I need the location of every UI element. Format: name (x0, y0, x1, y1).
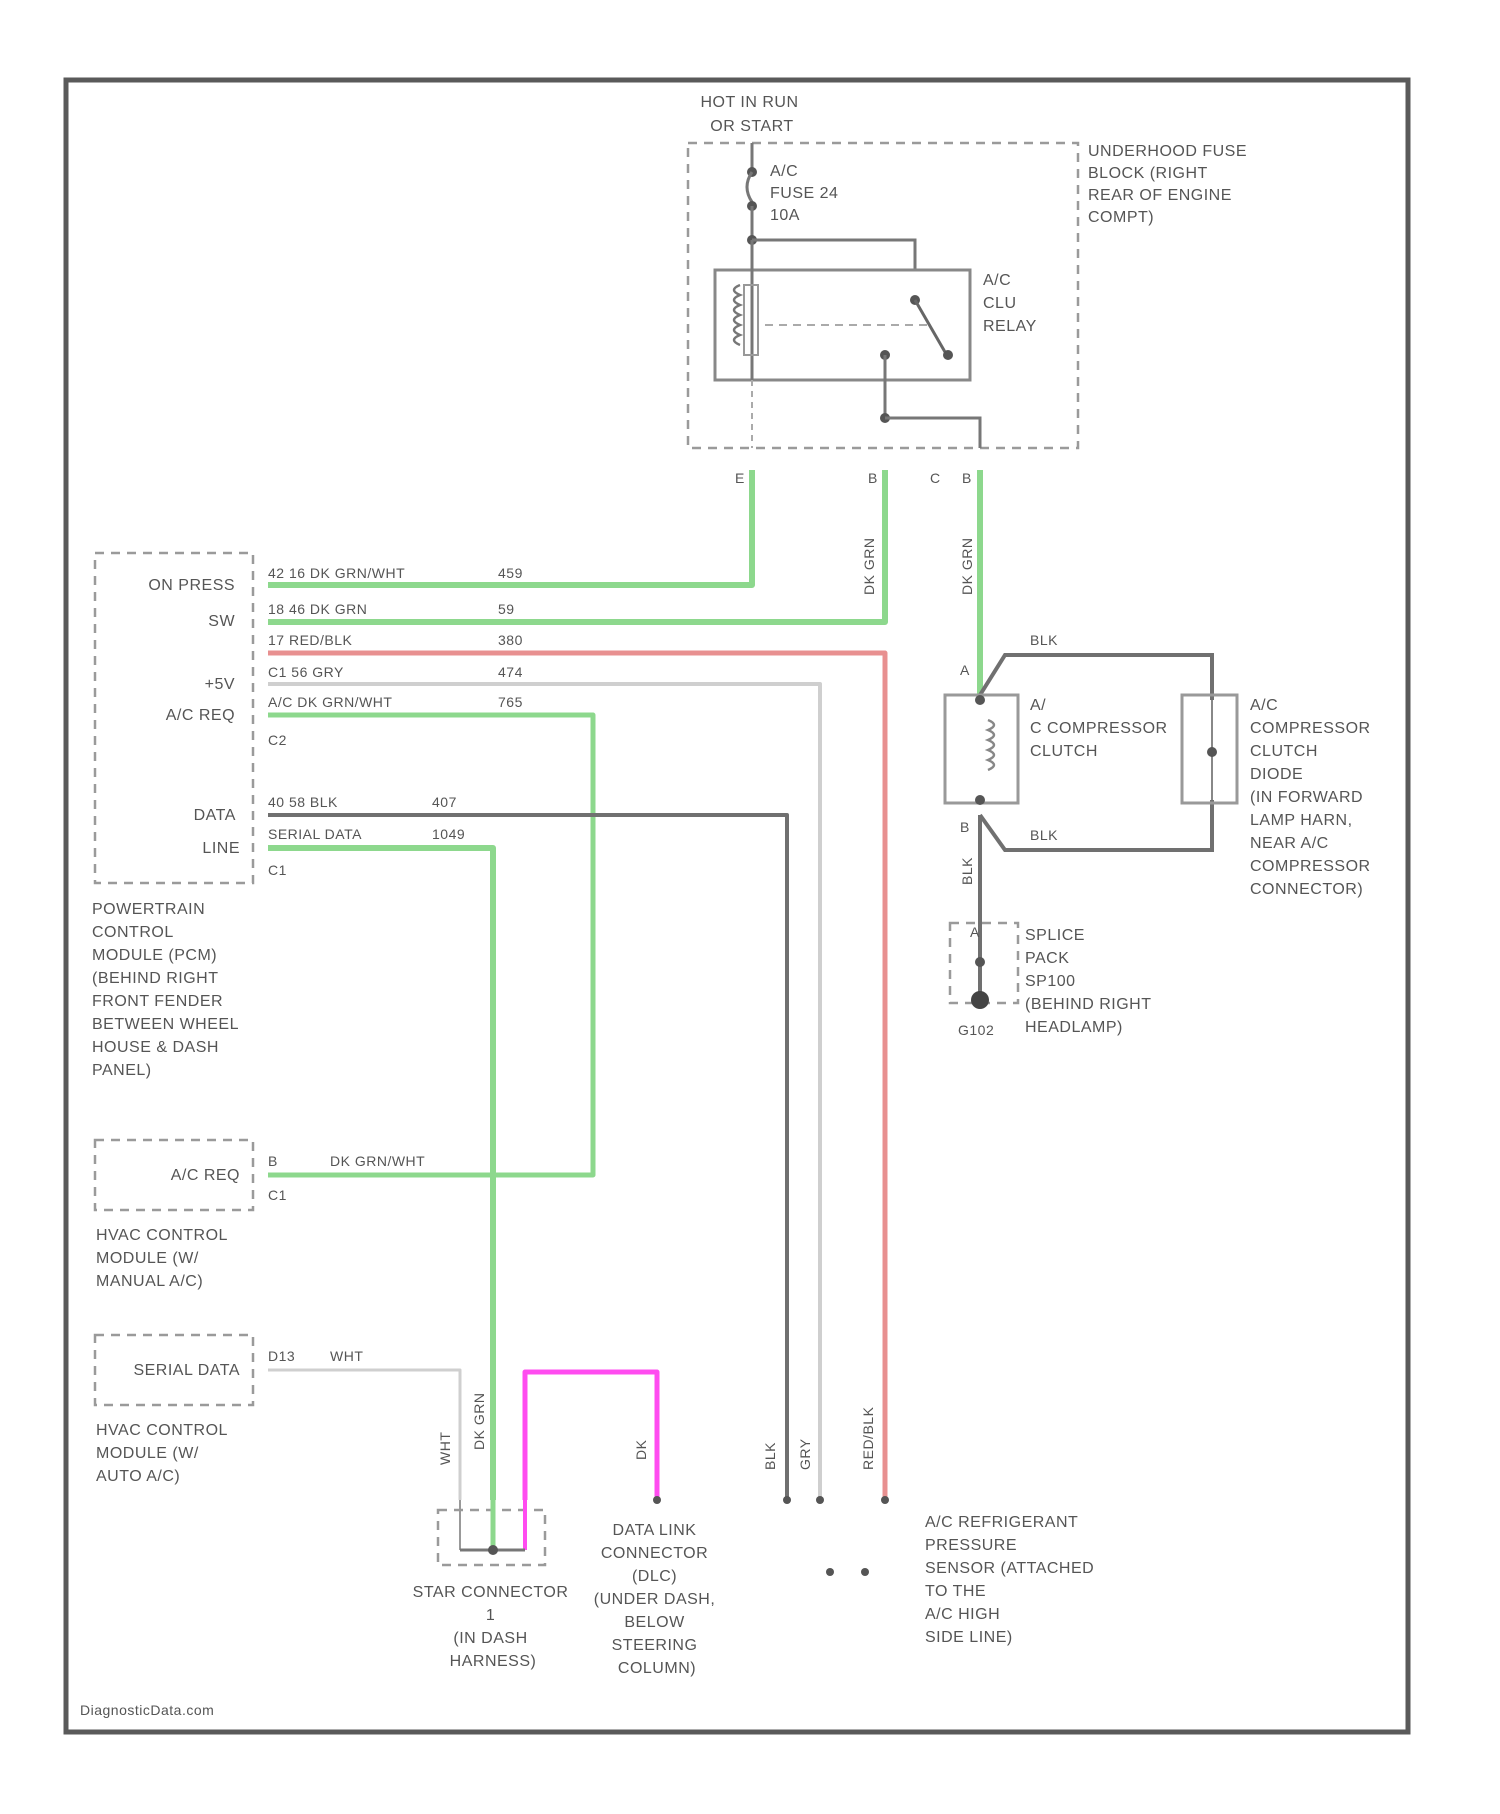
pcm-circuit-4: 474 (498, 664, 523, 680)
wire-serial-white (268, 1370, 460, 1500)
underhood-fuse-block: HOT IN RUN OR START UNDERHOOD FUSE BLOCK… (688, 94, 1252, 486)
svg-text:459 59 380 4: 459 59 380 474 765 407 1049 (432, 565, 527, 842)
power-label: HOT IN RUN OR START (701, 94, 804, 135)
svg-text:RED/BLK: RED/BLK (860, 1406, 876, 1470)
svg-text:BLK: BLK (959, 857, 975, 885)
pcm-wire-4: C1 56 GRY (268, 664, 344, 680)
pcm-description: POWERTRAIN CONTROL MODULE (PCM) (BEHIND … (92, 901, 243, 1079)
hvac-manual-pin: B (268, 1153, 278, 1169)
splice-pin: A (970, 924, 980, 940)
compressor-pin-a: A (960, 662, 970, 678)
pcm-pin-data: DATA (194, 807, 236, 824)
hvac-manual-description: HVAC CONTROL MODULE (W/ MANUAL A/C) (96, 1227, 232, 1290)
ac-clutch-relay (715, 240, 980, 448)
pcm-wire-5: A/C DK GRN/WHT (268, 694, 392, 710)
star-connector-description: STAR CONNECTOR 1 (IN DASH HARNESS) (413, 1584, 574, 1670)
ground-icon (971, 991, 989, 1009)
hvac-auto-wire: WHT (330, 1348, 363, 1364)
dlc-description: DATA LINK CONNECTOR (DLC) (UNDER DASH, B… (594, 1522, 721, 1677)
pcm-wire-3: 17 RED/BLK (268, 632, 353, 648)
pressure-sensor-description: A/C REFRIGERANT PRESSURE SENSOR (ATTACHE… (925, 1514, 1099, 1646)
wire-474-gray (268, 684, 820, 1500)
pcm-circuit-7: 1049 (432, 826, 465, 842)
pcm-circuit-2: 59 (498, 601, 515, 617)
pcm-wire-2: 18 46 DK GRN (268, 601, 367, 617)
compressor-top-wire: BLK (1030, 632, 1058, 648)
hvac-control-module-auto: SERIAL DATA D13 WHT HVAC CONTROL MODULE … (95, 1335, 363, 1485)
splice-ground: G102 (958, 1022, 994, 1038)
compressor-clutch-label: A/ C COMPRESSOR CLUTCH (1030, 697, 1173, 760)
data-link-connector: DATA LINK CONNECTOR (DLC) (UNDER DASH, B… (594, 1496, 721, 1677)
svg-text:DK GRN: DK GRN (471, 1393, 487, 1450)
pcm-circuit-3: 380 (498, 632, 523, 648)
pcm-wire-7: SERIAL DATA (268, 826, 362, 842)
svg-text:GRY: GRY (797, 1438, 813, 1470)
hvac-auto-pin-label: SERIAL DATA (133, 1362, 240, 1379)
svg-text:DK: DK (633, 1439, 649, 1460)
watermark: DiagnosticData.com (80, 1702, 214, 1718)
splice-description: SPLICE PACK SP100 (BEHIND RIGHT HEADLAMP… (1025, 927, 1156, 1036)
fuse-block-pin-b: B (868, 470, 878, 486)
svg-text:DK GRN: DK GRN (861, 538, 877, 595)
diode-label: A/C COMPRESSOR CLUTCH DIODE (IN FORWARD … (1250, 697, 1376, 898)
svg-text:BLK: BLK (762, 1442, 778, 1470)
pcm-connector-c1: C1 (268, 862, 287, 878)
splice-pack-sp100: A G102 SPLICE PACK SP100 (BEHIND RIGHT H… (950, 923, 1156, 1038)
pcm-pin-line: LINE (202, 840, 240, 857)
svg-text:42 16 DK GRN/WHT 18 46 D: 42 16 DK GRN/WHT 18 46 DK GRN 17 RED/BLK… (268, 565, 409, 842)
compressor-pin-b: B (960, 819, 970, 835)
pcm-circuit-1: 459 (498, 565, 523, 581)
pcm-pin-5v: +5V (205, 676, 235, 693)
hvac-auto-description: HVAC CONTROL MODULE (W/ AUTO A/C) (96, 1422, 232, 1485)
ac-refrigerant-pressure-sensor: A/C REFRIGERANT PRESSURE SENSOR (ATTACHE… (783, 1496, 1099, 1646)
fuse-label: A/C FUSE 24 10A (770, 163, 843, 224)
fuse-block-description: UNDERHOOD FUSE BLOCK (RIGHT REAR OF ENGI… (1088, 143, 1252, 226)
pcm-connector-c2: C2 (268, 732, 287, 748)
svg-text:WHT: WHT (437, 1432, 453, 1465)
relay-label: A/C CLU RELAY (983, 272, 1037, 335)
pcm-pin-sw: SW (208, 613, 235, 630)
fuse-block-pin-c: C (930, 470, 941, 486)
fuse-block-pin-e: E (735, 470, 745, 486)
wire-59-green (268, 470, 885, 622)
hvac-manual-pin-label: A/C REQ (171, 1167, 240, 1184)
pcm-wire-6: 40 58 BLK (268, 794, 338, 810)
ac-compressor-clutch: BLK BLK A B A/ C COMPRESSOR CLUTCH A/C C… (945, 632, 1376, 940)
pcm-circuit-6: 407 (432, 794, 457, 810)
pcm-pin-ac-req: A/C REQ (166, 707, 235, 724)
wire-dlc-magenta (525, 1372, 657, 1500)
svg-text:ON PRESS SW +5V: ON PRESS SW +5V A/C REQ DATA LINE (148, 577, 240, 857)
pcm-wire-1: 42 16 DK GRN/WHT (268, 565, 405, 581)
pcm-circuit-5: 765 (498, 694, 523, 710)
hvac-manual-wire: DK GRN/WHT (330, 1153, 425, 1169)
compressor-clutch-diode (1182, 695, 1237, 803)
fuse-block-pin-b2: B (962, 470, 972, 486)
star-connector: STAR CONNECTOR 1 (IN DASH HARNESS) (413, 1500, 574, 1670)
fuse-24 (747, 143, 757, 245)
wire-765-green (268, 715, 593, 1175)
hvac-manual-connector: C1 (268, 1187, 287, 1203)
svg-text:DK GRN: DK GRN (959, 538, 975, 595)
wires (268, 470, 980, 1500)
hvac-auto-pin: D13 (268, 1348, 295, 1364)
pcm-pin-on-press: ON PRESS (148, 577, 235, 594)
hvac-control-module-manual: A/C REQ B DK GRN/WHT C1 HVAC CONTROL MOD… (95, 1140, 425, 1290)
compressor-bottom-wire: BLK (1030, 827, 1058, 843)
